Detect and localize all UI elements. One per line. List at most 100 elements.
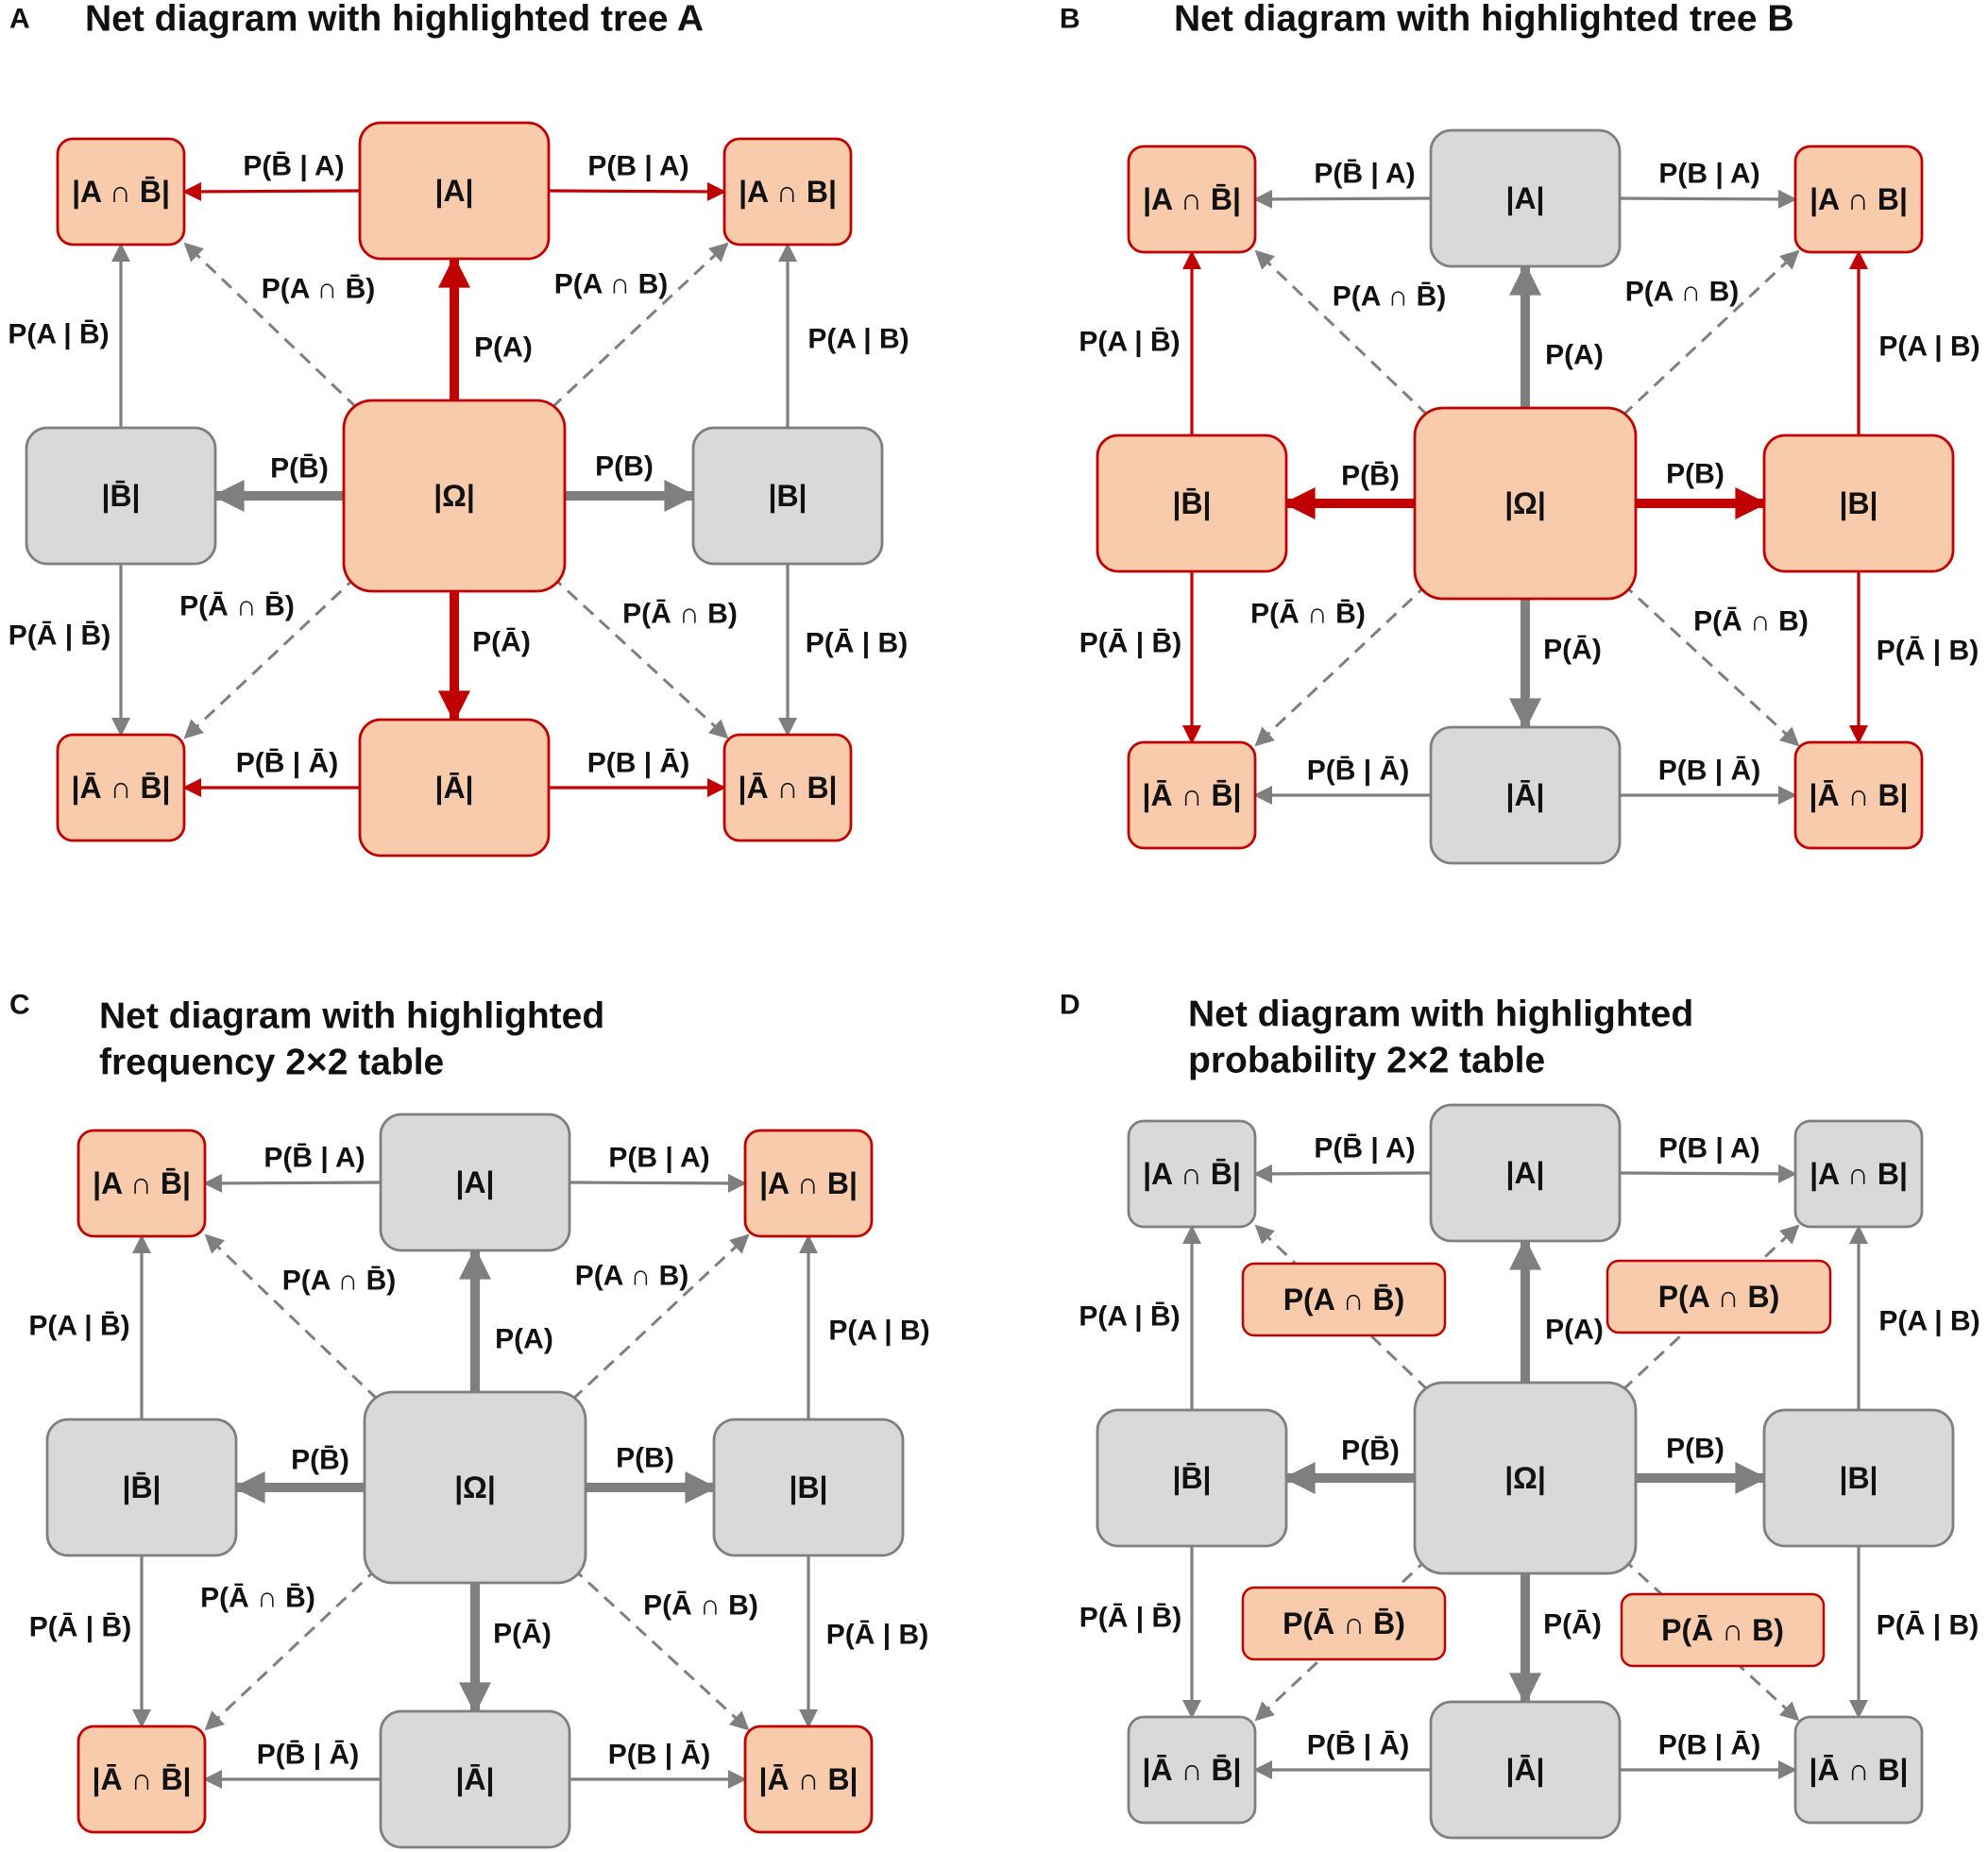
- edge-label: P(Ā | B): [1877, 1610, 1979, 1641]
- node-label: |Ā ∩ B̄|: [71, 771, 170, 805]
- edge-label: P(B̄ | Ā): [257, 1740, 359, 1771]
- edge-label: P(B | Ā): [608, 1740, 710, 1771]
- node-omega: [1413, 406, 1638, 601]
- edge-label: P(A): [1545, 1315, 1604, 1346]
- node-a-and-not-b: [1127, 1119, 1257, 1229]
- edge-omega_to_a_and_not_b: [1254, 249, 1430, 417]
- edge-omega_to_a_and_b: [570, 1233, 750, 1402]
- node-a-and-b: [722, 137, 853, 246]
- node-a: [1429, 1103, 1622, 1243]
- edge-omega_to_not_a_and_b: [570, 1566, 750, 1731]
- node-label: |B|: [1839, 486, 1878, 520]
- node-not-a-and-b: [1793, 740, 1924, 850]
- node-label: |B|: [768, 479, 807, 513]
- node-not-b: [1096, 1408, 1288, 1548]
- edge-label: P(B): [1666, 459, 1725, 490]
- edge-label: P(B̄ | Ā): [236, 748, 338, 779]
- edge-label: P(A | B̄): [8, 319, 109, 350]
- edge-label: P(A ∩ B̄): [1333, 281, 1447, 313]
- node-label: |Ā ∩ B|: [758, 1762, 858, 1796]
- edge-label: P(A | B̄): [1079, 1301, 1180, 1333]
- node-a-and-b: [1793, 144, 1924, 254]
- edge-label: P(B | Ā): [1658, 1730, 1760, 1761]
- node-not-a: [379, 1709, 571, 1849]
- node-label: |Ω|: [1504, 486, 1546, 520]
- node-label: |A ∩ B̄|: [1143, 1157, 1241, 1191]
- edge-label: P(B | A): [587, 151, 688, 182]
- edge-label: P(B̄ | A): [1314, 1133, 1415, 1164]
- edge-label: P(Ā): [1543, 635, 1602, 666]
- edge-omega_to_a_and_b: [550, 242, 729, 410]
- panel-title: Net diagram with highlighted tree B: [1174, 0, 1794, 40]
- edge-omega_to_not_a_and_not_b: [183, 574, 359, 739]
- node-a: [1429, 128, 1622, 268]
- node-label: |A|: [455, 1165, 494, 1199]
- edge-label: P(Ā): [493, 1619, 552, 1650]
- edge-omega_to_a_and_not_b: [183, 242, 359, 410]
- edge-omega_to_a_and_not_b: [204, 1233, 380, 1402]
- edge-label: P(Ā | B̄): [1079, 628, 1181, 659]
- node-b: [1762, 1408, 1955, 1548]
- edge-label: P(Ā ∩ B̄): [179, 591, 295, 622]
- panel-letter: A: [9, 4, 30, 35]
- edge-label: P(A): [474, 332, 533, 364]
- edge-omega_to_not_a_and_not_b: [204, 1566, 380, 1731]
- node-label: |Ω|: [454, 1470, 496, 1504]
- node-not-a: [1429, 1700, 1622, 1840]
- edge-label: P(A ∩ B): [1625, 277, 1740, 308]
- node-label: |Ā ∩ B̄|: [1142, 778, 1241, 812]
- node-label: |A|: [1505, 181, 1544, 215]
- node-not-a-and-b: [1793, 1715, 1924, 1825]
- joint-probability-label: P(Ā ∩ B̄): [1283, 1606, 1405, 1640]
- node-label: |Ω|: [433, 479, 475, 513]
- edge-label: P(Ā | B): [826, 1620, 928, 1651]
- edge-label: P(B | A): [1658, 1133, 1759, 1164]
- node-label: |Ā|: [455, 1762, 494, 1796]
- node-label: |Ā|: [1505, 1753, 1544, 1787]
- joint-probability-box: [1241, 1586, 1447, 1661]
- node-not-a-and-b: [743, 1725, 874, 1834]
- joint-probability-box: [1241, 1262, 1447, 1337]
- edge-label: P(B | Ā): [1658, 756, 1760, 787]
- edge-label: P(B̄): [1341, 1436, 1400, 1467]
- joint-probability-label: P(Ā ∩ B): [1661, 1613, 1784, 1647]
- panel-title: frequency 2×2 table: [99, 1043, 444, 1083]
- edge-label: P(Ā ∩ B̄): [1250, 599, 1366, 630]
- edge-label: P(Ā): [1543, 1609, 1602, 1640]
- edge-label: P(B̄ | Ā): [1307, 756, 1409, 787]
- panel-letter: D: [1060, 990, 1080, 1021]
- edge-label: P(B̄): [270, 453, 329, 484]
- edge-label: P(B̄ | A): [243, 151, 344, 182]
- node-label: |B̄|: [101, 479, 140, 513]
- edge-label: P(Ā ∩ B̄): [200, 1583, 315, 1614]
- node-b: [712, 1418, 905, 1557]
- edge-label: P(A | B): [828, 1316, 929, 1347]
- node-a-and-not-b: [1127, 144, 1257, 254]
- node-label: |Ā ∩ B̄|: [1142, 1753, 1241, 1787]
- edge-label: P(B̄ | A): [1314, 159, 1415, 190]
- node-not-a-and-b: [722, 733, 853, 842]
- edge-label: P(A | B): [807, 324, 909, 355]
- node-label: |Ā ∩ B|: [1809, 778, 1908, 812]
- edge-label: P(B): [616, 1443, 674, 1474]
- node-not-a-and-not-b: [1127, 1715, 1257, 1825]
- node-not-a-and-not-b: [76, 1725, 207, 1834]
- node-not-a-and-not-b: [56, 733, 186, 842]
- node-not-a-and-not-b: [1127, 740, 1257, 850]
- edge-label: P(Ā | B̄): [8, 620, 110, 652]
- edge-label: P(A): [495, 1324, 553, 1355]
- edge-label: P(A | B): [1878, 1306, 1980, 1337]
- edge-label: P(B | Ā): [587, 748, 689, 779]
- node-a-and-b: [743, 1129, 874, 1238]
- node-label: |A ∩ B̄|: [72, 175, 170, 209]
- edge-label: P(Ā | B): [806, 628, 908, 659]
- edge-label: P(B): [1666, 1434, 1725, 1465]
- node-omega: [1413, 1381, 1638, 1575]
- edge-label: P(B): [595, 451, 654, 483]
- edge-label: P(A ∩ B): [554, 269, 669, 300]
- edge-label: P(Ā | B̄): [1079, 1603, 1181, 1634]
- edge-label: P(B̄): [1341, 461, 1400, 492]
- node-label: |A ∩ B̄|: [1143, 182, 1241, 216]
